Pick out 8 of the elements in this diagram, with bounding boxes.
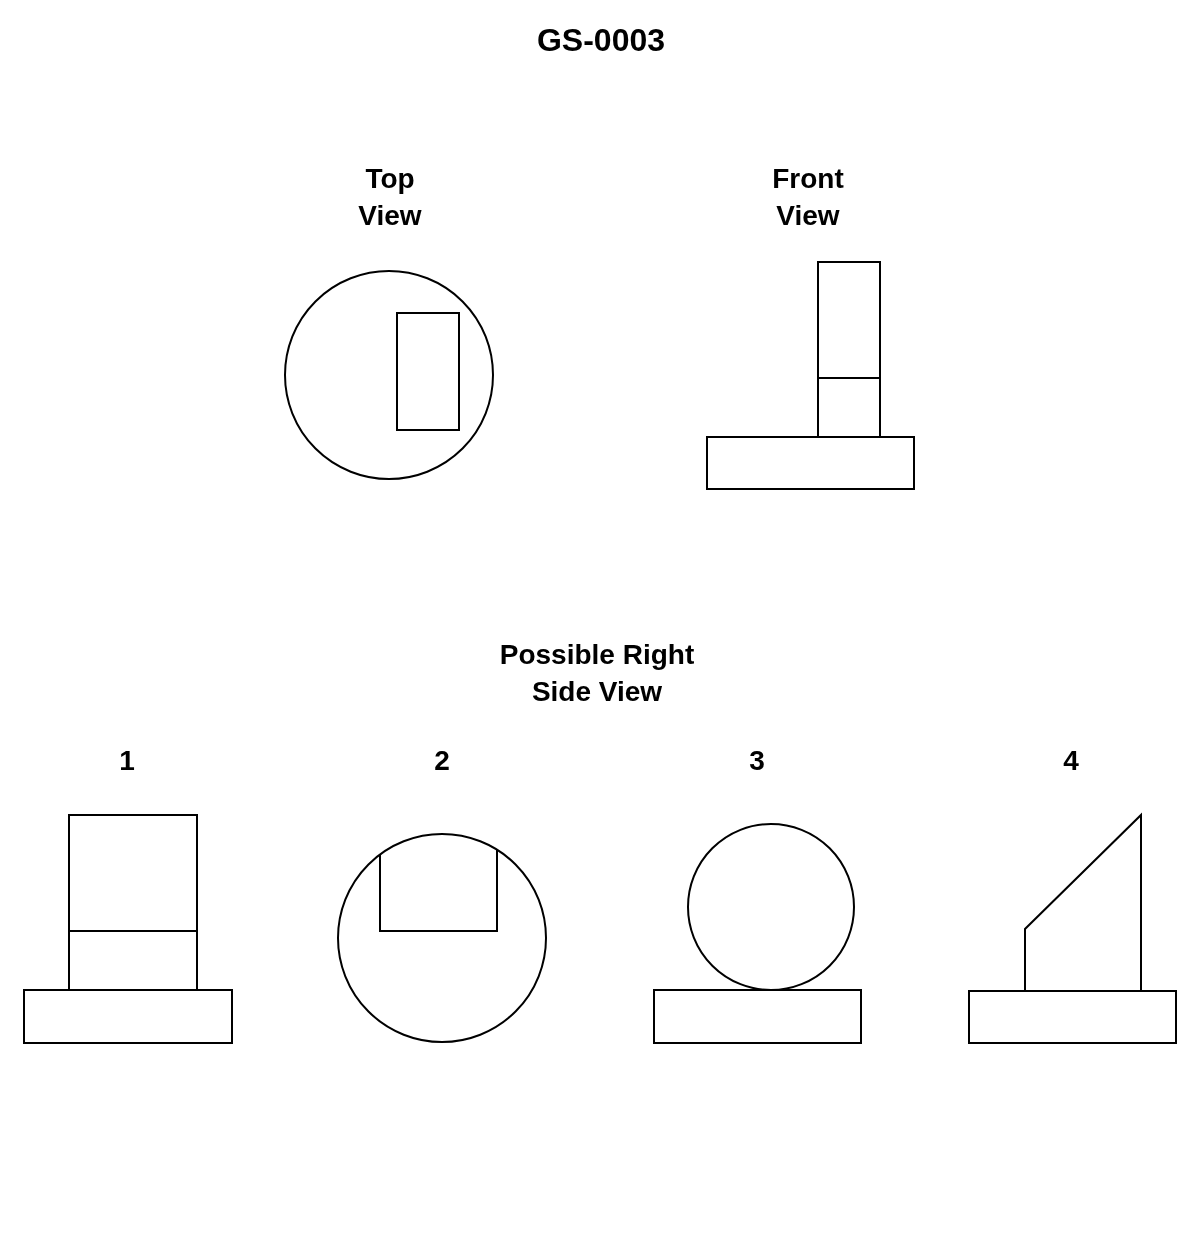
option-number: 4 — [1063, 744, 1079, 778]
option-number: 2 — [434, 744, 450, 778]
option-number: 1 — [119, 744, 135, 778]
view-heading: Front View — [772, 162, 844, 233]
section-heading: Possible Right Side View — [498, 638, 696, 709]
option-number: 3 — [749, 744, 765, 778]
diagram-title: GS-0003 — [536, 22, 666, 59]
view-heading: Top View — [358, 162, 422, 233]
